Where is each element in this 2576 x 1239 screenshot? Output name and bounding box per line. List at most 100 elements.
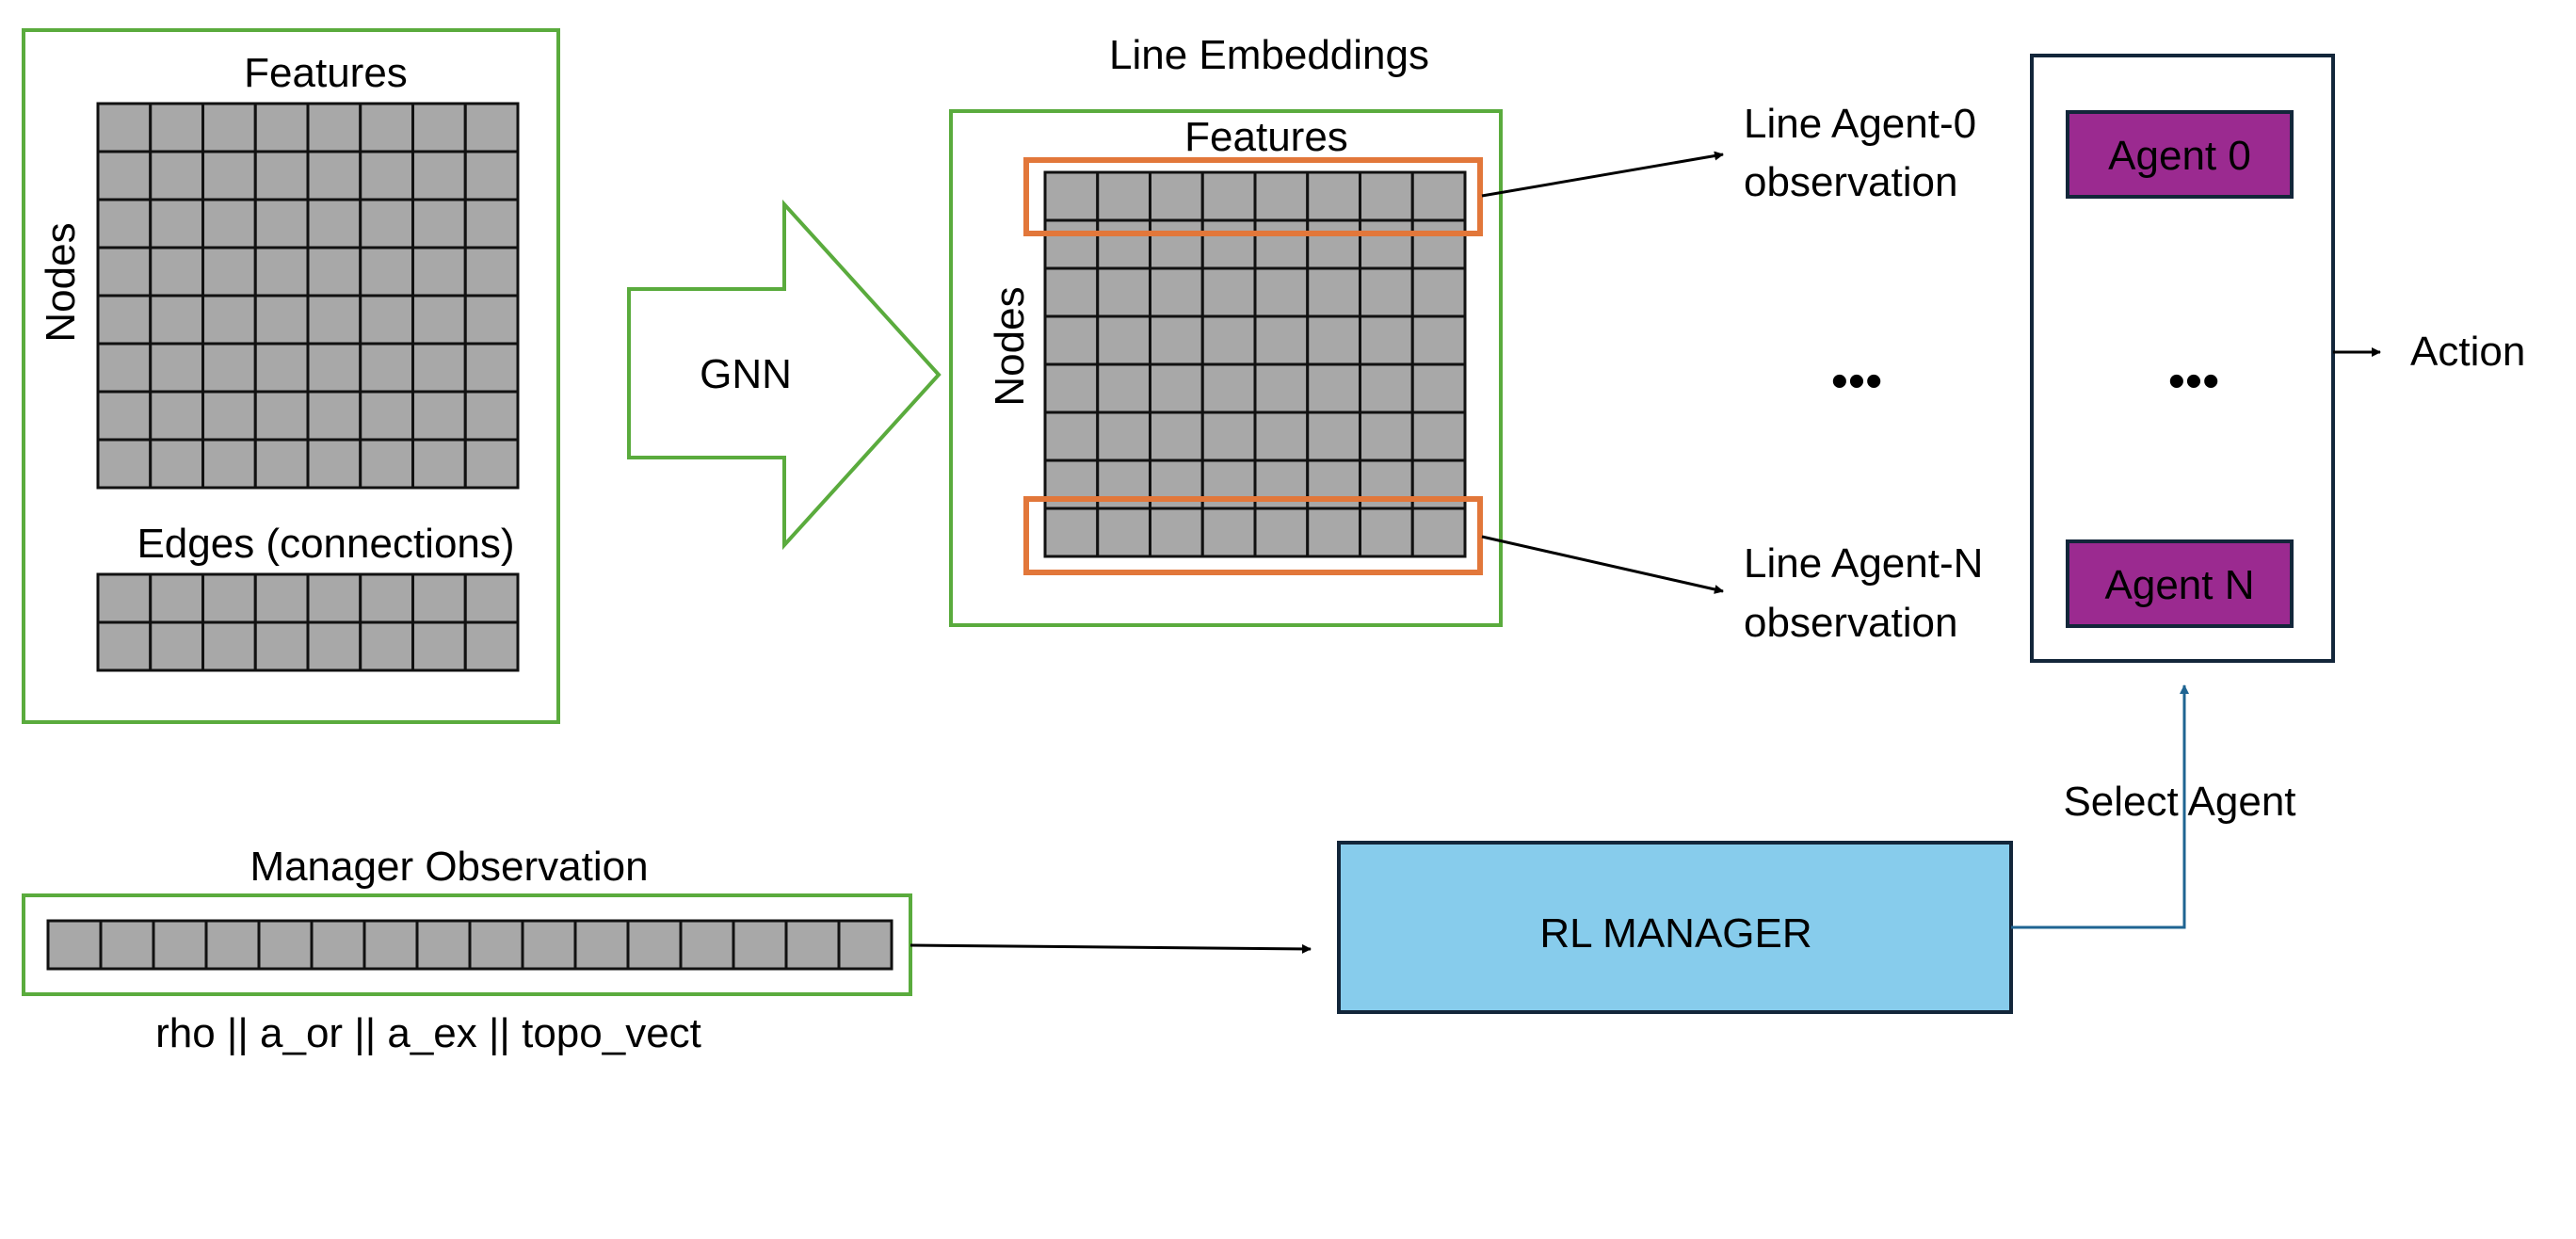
input-node-cell (149, 294, 204, 346)
input-edge-matrix (96, 572, 520, 672)
agent-n-observation-line1: Line Agent-N (1744, 540, 1983, 587)
embedding-cell (1043, 314, 1100, 366)
manager-vector-cell (521, 919, 577, 971)
input-edge-cell (149, 572, 204, 624)
manager-vector-cell (415, 919, 472, 971)
observation-ellipsis: ••• (1831, 354, 1883, 409)
input-edge-cell (253, 572, 310, 624)
agent-n-label: Agent N (2105, 562, 2255, 608)
input-edge-cell (96, 620, 153, 672)
embedding-cell (1149, 314, 1204, 366)
input-node-cell (359, 438, 414, 490)
manager-vector-cell (152, 919, 208, 971)
embedding-cell (1410, 314, 1467, 366)
input-node-cell (201, 342, 257, 394)
action-label: Action (2410, 329, 2525, 375)
embedding-cell (1200, 410, 1257, 462)
agent-0-row-highlight (1023, 157, 1483, 236)
input-graph-frame (22, 28, 560, 724)
input-node-cell (149, 246, 204, 298)
embedding-cell (1096, 362, 1151, 414)
manager-vector-cell (257, 919, 314, 971)
embedding-cell (1096, 218, 1151, 270)
input-node-cell (96, 438, 153, 490)
embedding-cell (1359, 362, 1414, 414)
input-node-cell (253, 198, 310, 249)
input-node-cell (411, 246, 467, 298)
manager-vector-cell (46, 919, 103, 971)
manager-input-arrow (910, 943, 1312, 954)
embedding-cell (1200, 507, 1257, 558)
input-node-cell (149, 438, 204, 490)
embedding-cell (1200, 170, 1257, 222)
input-node-cell (306, 438, 362, 490)
input-node-cell (306, 246, 362, 298)
embedding-cell (1096, 266, 1151, 318)
input-node-cell (149, 390, 204, 442)
input-node-cell (359, 342, 414, 394)
embedding-cell (1096, 314, 1151, 366)
input-node-cell (253, 438, 310, 490)
input-node-cell (463, 390, 520, 442)
input-node-cell (149, 198, 204, 249)
input-edge-cell (463, 572, 520, 624)
embedding-cell (1043, 362, 1100, 414)
embedding-cell (1043, 410, 1100, 462)
embedding-cell (1253, 218, 1310, 270)
input-node-cell (253, 342, 310, 394)
manager-vector-cell (626, 919, 683, 971)
embedding-cell (1096, 507, 1151, 558)
input-edge-cell (149, 620, 204, 672)
agent-0-observation-line2: observation (1744, 159, 1957, 205)
embedding-cell (1410, 507, 1467, 558)
input-node-cell (463, 342, 520, 394)
input-edge-cell (96, 572, 153, 624)
input-edge-cell (201, 572, 257, 624)
embedding-cell (1200, 218, 1257, 270)
embedding-cell (1096, 170, 1151, 222)
manager-vector-caption: rho || a_or || a_ex || topo_vect (155, 1010, 701, 1056)
input-node-cell (411, 198, 467, 249)
input-node-cell (96, 150, 153, 201)
input-node-cell (96, 102, 153, 153)
input-node-cell (149, 342, 204, 394)
line-embeddings-frame (949, 109, 1503, 627)
embedding-cell (1306, 507, 1361, 558)
input-edge-cell (306, 620, 362, 672)
input-node-cell (306, 150, 362, 201)
embedding-cell (1200, 314, 1257, 366)
embedding-cell (1149, 507, 1204, 558)
input-node-cell (201, 246, 257, 298)
embedding-cell (1200, 266, 1257, 318)
embedding-cell (1096, 410, 1151, 462)
embedding-cell (1200, 362, 1257, 414)
embedding-nodes-label: Nodes (987, 286, 1033, 406)
input-node-cell (411, 150, 467, 201)
input-node-cell (359, 246, 414, 298)
input-node-cell (306, 102, 362, 153)
embedding-cell (1410, 266, 1467, 318)
embedding-cell (1253, 410, 1310, 462)
input-node-cell (253, 390, 310, 442)
manager-vector-cell (204, 919, 261, 971)
input-node-cell (253, 150, 310, 201)
embedding-cell (1043, 218, 1100, 270)
embedding-cell (1410, 218, 1467, 270)
embedding-cell (1149, 170, 1204, 222)
input-node-cell (201, 102, 257, 153)
input-node-cell (411, 438, 467, 490)
embedding-cell (1410, 410, 1467, 462)
input-node-cell (411, 390, 467, 442)
input-edge-cell (411, 620, 467, 672)
input-node-cell (96, 342, 153, 394)
rl-manager-label: RL MANAGER (1539, 910, 1811, 957)
input-node-cell (96, 294, 153, 346)
input-node-cell (463, 294, 520, 346)
input-node-cell (411, 342, 467, 394)
input-node-cell (411, 294, 467, 346)
manager-vector-cell (99, 919, 155, 971)
embedding-cell (1149, 410, 1204, 462)
input-node-cell (253, 102, 310, 153)
embedding-matrix (1043, 170, 1467, 558)
input-edge-cell (201, 620, 257, 672)
